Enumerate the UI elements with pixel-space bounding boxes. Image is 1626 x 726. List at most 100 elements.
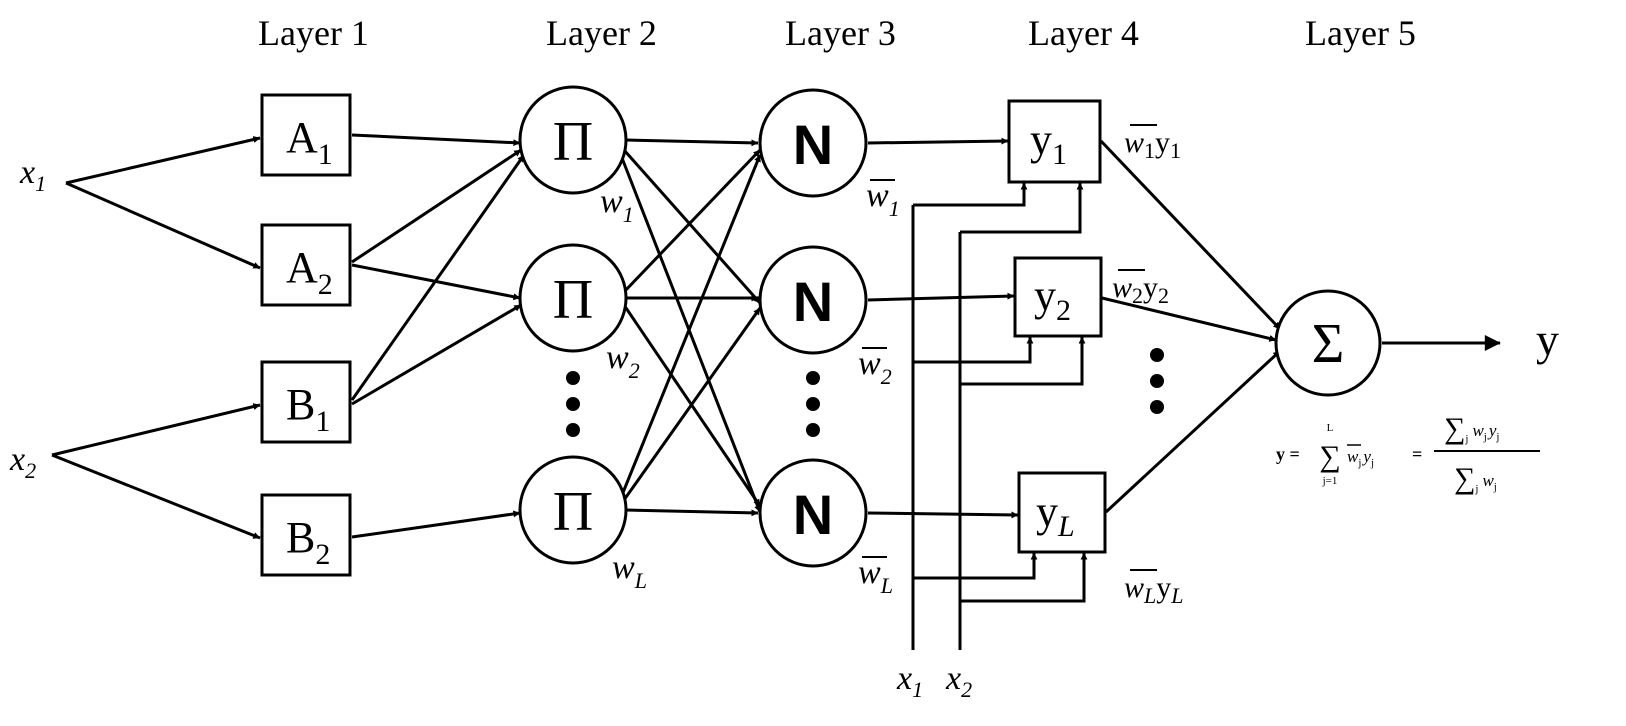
svg-text:B1: B1 [286, 380, 330, 438]
formula-term-wsub: j [1357, 457, 1361, 469]
input-x1-var: x [19, 154, 35, 191]
input-bus [911, 182, 1088, 650]
formula-equals: = [1412, 444, 1422, 464]
sum-node: Σ [1274, 289, 1382, 397]
bus-x2-to-y2 [960, 336, 1086, 386]
membership-B1: B1 [260, 360, 352, 444]
svg-text:y1: y1 [1030, 115, 1067, 171]
edge-P2-N1 [622, 148, 762, 294]
formula-sum-upper: L [1327, 422, 1334, 434]
formula-den-wsub: j [1493, 481, 1497, 493]
formula-sum-symbol: ∑ [1319, 440, 1340, 473]
edge-x2-B2 [51, 453, 261, 540]
consequent-y2-sub: 2 [1056, 294, 1071, 327]
svg-text:wLyL: wLyL [1124, 571, 1184, 608]
svg-text:y2: y2 [1034, 271, 1071, 327]
bus-x2-to-yL [960, 552, 1088, 603]
layer-2-nodes: Π w1 Π w2 Π wL [518, 85, 647, 593]
norm-node-L-weight: w [858, 554, 881, 591]
input-x1-sub: 1 [35, 171, 46, 196]
norm-node-1-weight: w [866, 177, 889, 214]
formula-num-wsub: j [1483, 431, 1487, 443]
formula-num-y: y [1487, 421, 1497, 440]
formula-num-sigma: ∑ [1444, 412, 1465, 445]
norm-node-1: N w1 [758, 88, 900, 221]
membership-B2: B2 [260, 493, 352, 577]
edge-NL-yL [867, 511, 1019, 519]
layer-1-nodes: A1 A2 B1 B2 [260, 93, 352, 577]
formula-num-ysub: j [1495, 431, 1499, 443]
edges-layer-2-3 [620, 138, 762, 517]
norm-node-1-sub: 1 [889, 196, 900, 221]
svg-text:x1: x1 [19, 154, 46, 196]
consequent-output-labels: w1y1 w2y2 wLyL [1112, 124, 1184, 608]
formula-term-ysub: j [1370, 457, 1374, 469]
edge-N1-y1 [867, 137, 1009, 145]
formula-den-sub: j [1474, 483, 1478, 495]
membership-A2-main: A [286, 243, 318, 292]
formula-sum-lower: j=1 [1322, 475, 1338, 487]
svg-text:w1: w1 [866, 177, 900, 221]
output-label-1: w1y1 [1124, 124, 1181, 163]
svg-text:x1: x1 [896, 660, 923, 702]
layer-2-title: Layer 2 [546, 13, 657, 53]
edge-y1-sum [1099, 139, 1282, 331]
formula-den-sigma: ∑ [1454, 462, 1475, 495]
product-node-2-sub: 2 [629, 358, 640, 383]
product-node-1: Π w1 [518, 85, 634, 227]
edge-PL-N1 [620, 154, 762, 496]
edge-P1-N2 [622, 149, 762, 304]
layer-5-title: Layer 5 [1305, 13, 1416, 53]
consequent-yL-sub: L [1057, 510, 1075, 543]
bottom-input-x2-var: x [945, 660, 961, 697]
membership-B2-main: B [286, 513, 315, 562]
norm-node-L: N wL [758, 458, 893, 598]
norm-node-L-symbol: N [793, 483, 833, 546]
bus-x1-to-y2 [913, 336, 1034, 364]
formula-num-w: w [1472, 421, 1484, 440]
edge-PL-NL [625, 508, 759, 517]
product-node-L-symbol: Π [553, 481, 593, 543]
edge-x1-A2 [65, 181, 261, 270]
edge-yL-sum [1104, 349, 1282, 514]
edge-A2-P1 [351, 148, 522, 264]
output-label-L-ysub: L [1170, 583, 1183, 608]
norm-node-ellipsis [806, 371, 820, 437]
norm-node-2-sub: 2 [881, 364, 892, 389]
input-x1: x1 [19, 154, 46, 196]
svg-text:yL: yL [1036, 487, 1075, 543]
output-label-2-wsub: 2 [1132, 283, 1143, 308]
formula-lhs: y = [1276, 444, 1300, 464]
product-node-1-weight: w [600, 183, 623, 220]
output-label-2-y: y [1143, 271, 1158, 304]
svg-text:A2: A2 [286, 243, 333, 301]
output-label-1-y: y [1155, 126, 1170, 159]
edges-layer-0-1 [51, 136, 261, 540]
product-node-2: Π w2 [518, 243, 640, 383]
edge-B1-P1 [350, 154, 526, 401]
output-arrow: y [1382, 314, 1559, 365]
product-node-L-sub: L [634, 568, 647, 593]
product-node-L: Π wL [518, 455, 647, 593]
norm-node-2-symbol: N [793, 270, 833, 333]
bus-x1-to-y1 [913, 182, 1028, 207]
svg-text:A1: A1 [286, 113, 333, 171]
bus-x1-to-yL [913, 552, 1038, 580]
output-label-2-ysub: 2 [1158, 283, 1169, 308]
consequent-y2-main: y [1034, 271, 1056, 320]
bus-x2-to-y1 [960, 182, 1084, 234]
output-label: y [1536, 314, 1559, 365]
edge-x2-B1 [51, 403, 261, 457]
layer-4-title: Layer 4 [1028, 13, 1139, 53]
norm-node-2-weight: w [858, 345, 881, 382]
edges-layer-1-2 [350, 133, 526, 539]
layer-1-title: Layer 1 [258, 13, 369, 53]
membership-A2-sub: 2 [318, 268, 333, 301]
output-label-L-w: w [1124, 571, 1144, 604]
svg-text:w2y2: w2y2 [1112, 271, 1169, 308]
edge-x1-A1 [65, 136, 261, 185]
formula-term-w: w [1347, 447, 1359, 466]
edge-B2-PL [351, 510, 521, 539]
